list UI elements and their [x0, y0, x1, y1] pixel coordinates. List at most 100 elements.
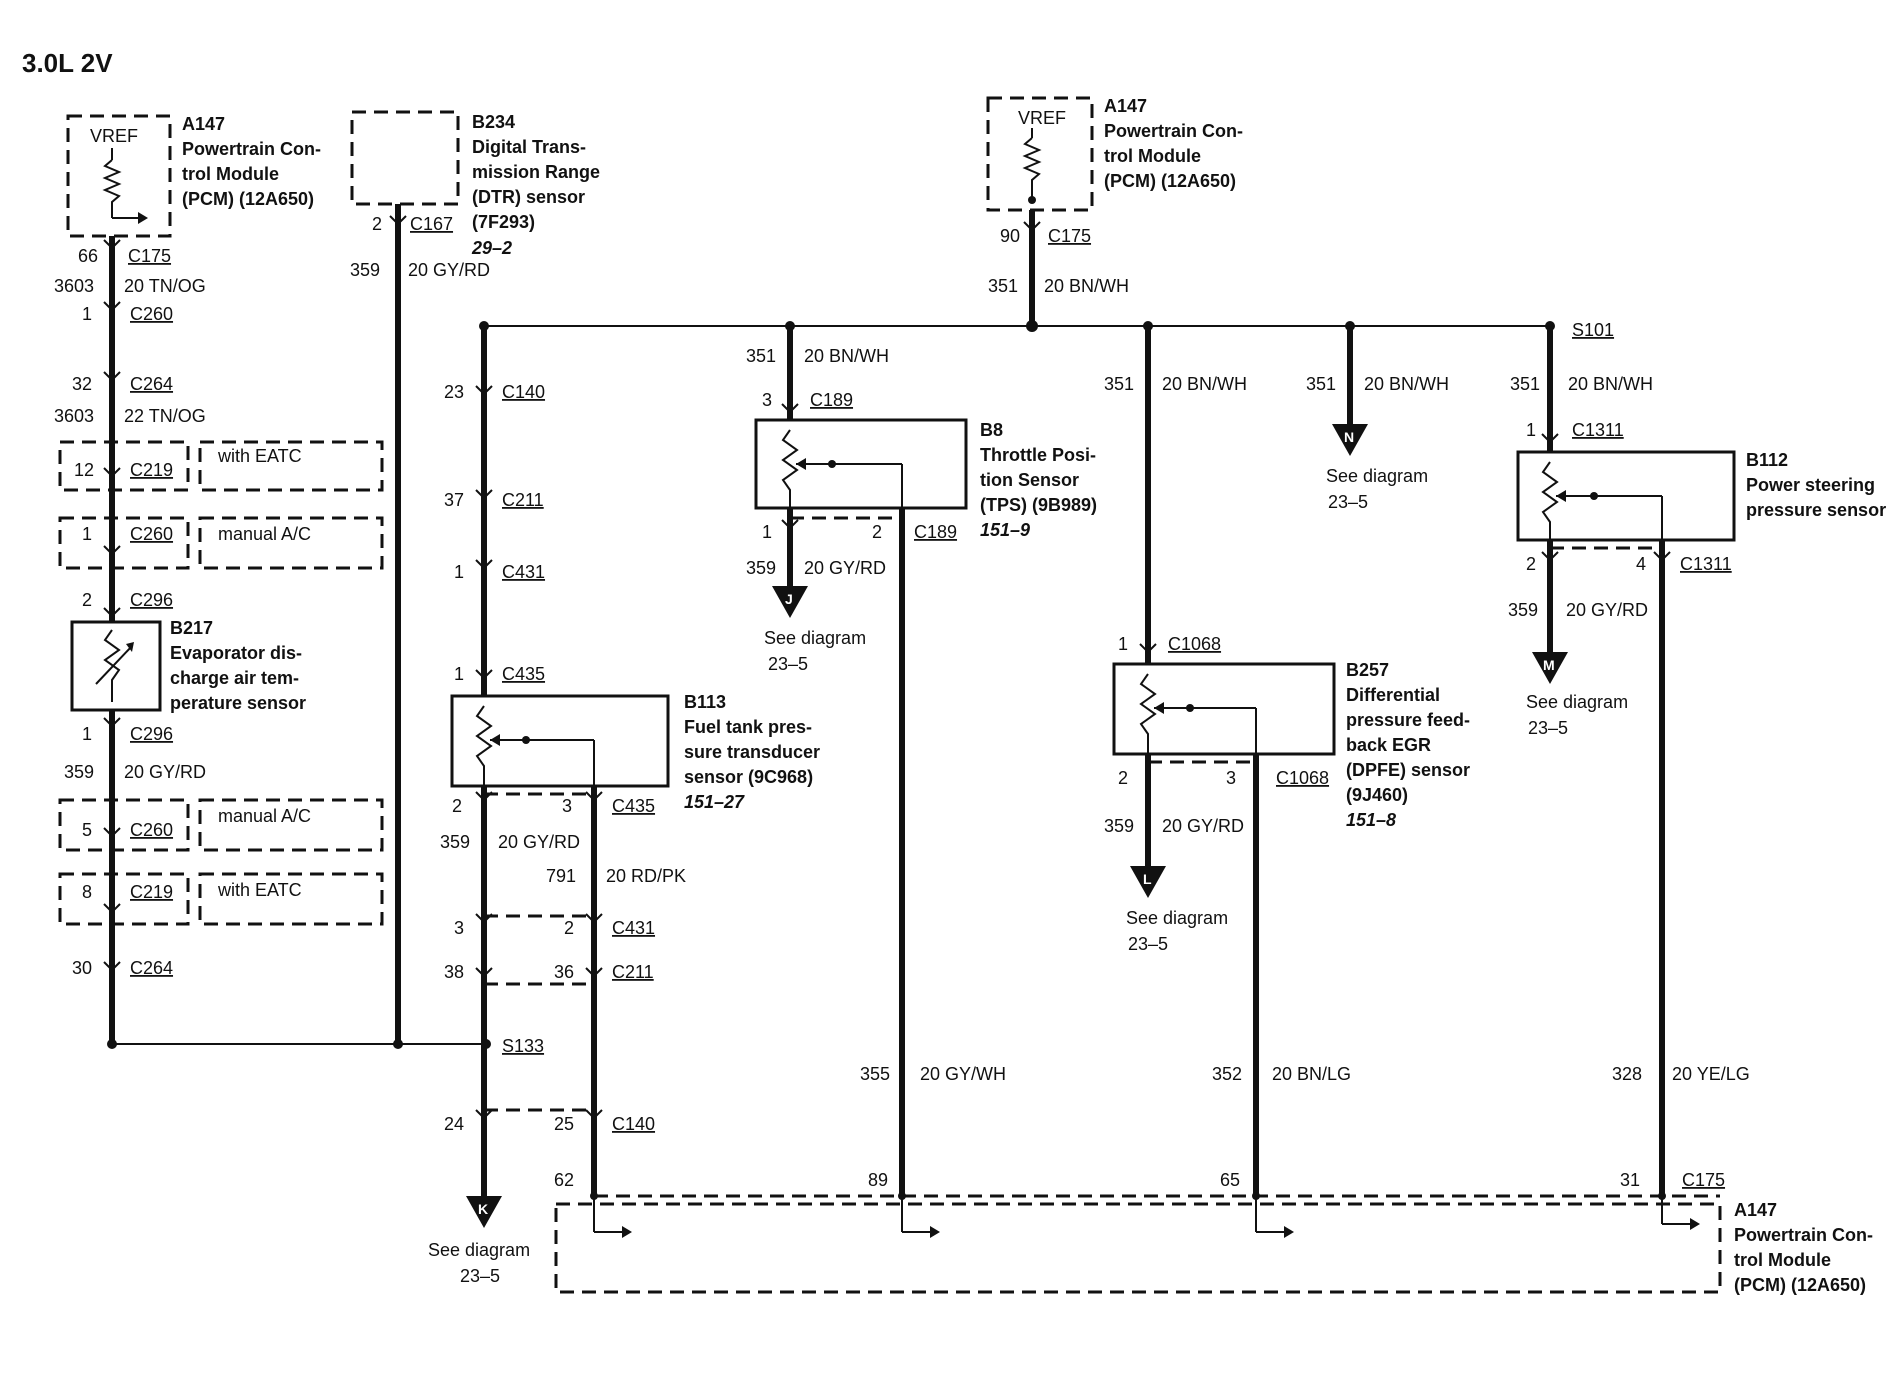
wire-label: C219 [130, 882, 173, 902]
wire-label: 359 [1104, 816, 1134, 836]
wire-label: 5 [82, 820, 92, 840]
wire-label: See diagram [764, 628, 866, 648]
pcm-tl-l2: trol Module [182, 164, 279, 184]
wire-label: sensor (9C968) [684, 767, 813, 787]
wire-label: 351 [1306, 374, 1336, 394]
wire-label: 4 [1636, 554, 1646, 574]
wire-label: 20 GY/RD [408, 260, 490, 280]
wire-label: 359 [746, 558, 776, 578]
wire-label: J [785, 591, 793, 607]
wire-label: 20 GY/RD [124, 762, 206, 782]
wire-label: C189 [810, 390, 853, 410]
wire-label: 20 GY/RD [1162, 816, 1244, 836]
wire-label: 20 GY/RD [1566, 600, 1648, 620]
wire-label: perature sensor [170, 693, 306, 713]
wire-label: 1 [1526, 420, 1536, 440]
wire-label: (9J460) [1346, 785, 1408, 805]
wire-label: C264 [130, 374, 173, 394]
wire-label: See diagram [1126, 908, 1228, 928]
wire-label: 23–5 [1128, 934, 1168, 954]
vref-label: VREF [90, 126, 138, 146]
arrow-l: L See diagram 23–5 [1126, 866, 1228, 954]
wire-label: C435 [502, 664, 545, 684]
wire-label: 3 [454, 918, 464, 938]
wire-label: Differential [1346, 685, 1440, 705]
wire-label: C1311 [1680, 554, 1732, 574]
arrow-m: M See diagram 23–5 [1526, 652, 1628, 738]
wire-label: 25 [554, 1114, 574, 1134]
wire-label: 23–5 [1328, 492, 1368, 512]
wire-label: N [1344, 429, 1354, 445]
wire-label: 32 [72, 374, 92, 394]
wire-label: 23–5 [460, 1266, 500, 1286]
wire-label: 89 [868, 1170, 888, 1190]
wire-dpfe-feed: 351 20 BN/WH 1 C1068 [1104, 326, 1247, 664]
wire-label: Powertrain Con- [1734, 1225, 1873, 1245]
wire-label: 30 [72, 958, 92, 978]
wire-label: 20 BN/LG [1272, 1064, 1351, 1084]
wire-label: 359 [64, 762, 94, 782]
tps-sensor: B8 Throttle Posi- tion Sensor (TPS) (9B9… [754, 418, 1097, 540]
wire-label: 36 [554, 962, 574, 982]
wire-label: tion Sensor [980, 470, 1079, 490]
wire-label: B257 [1346, 660, 1389, 680]
dtr-sensor: B234 Digital Trans- mission Range (DTR) … [350, 110, 600, 1044]
wire-label: 351 [1510, 374, 1540, 394]
wire-label: 12 [74, 460, 94, 480]
pcm-tl-l1: Powertrain Con- [182, 139, 321, 159]
wire-label: K [478, 1201, 488, 1217]
wire-label: Powertrain Con- [1104, 121, 1243, 141]
wire-label: 20 BN/WH [804, 346, 889, 366]
wire-label: M [1543, 657, 1555, 673]
wire-label: C175 [1048, 226, 1091, 246]
wire-label: C1068 [1276, 768, 1329, 788]
wire-label: Evaporator dis- [170, 643, 302, 663]
pcm-top-left: VREF A147 Powertrain Con- trol Module (P… [66, 114, 321, 238]
wire-label: 23–5 [768, 654, 808, 674]
wire-label: 24 [444, 1114, 464, 1134]
wire-label: 90 [1000, 226, 1020, 246]
wire-label: (PCM) (12A650) [1104, 171, 1236, 191]
wire-label: 151–8 [1346, 810, 1396, 830]
wire-label: 20 GY/RD [498, 832, 580, 852]
wire-label: C211 [612, 962, 654, 982]
wire-label: 8 [82, 882, 92, 902]
wire-label: back EGR [1346, 735, 1431, 755]
wire-label: C296 [130, 724, 173, 744]
wire-label: 20 BN/WH [1364, 374, 1449, 394]
wire-label: 1 [762, 522, 772, 542]
wire-label: C219 [130, 460, 173, 480]
diagram-title: 3.0L 2V [22, 48, 113, 78]
pcm-tl-id: A147 [182, 114, 225, 134]
wire-label: 22 TN/OG [124, 406, 206, 426]
wire-label: 3 [1226, 768, 1236, 788]
wire-ftpt-out: 2 3 C435 359 20 GY/RD 791 20 RD/PK 3 2 C… [440, 786, 686, 1220]
wire-label: B217 [170, 618, 213, 638]
wire-label: 62 [554, 1170, 574, 1190]
wire-label: 20 TN/OG [124, 276, 206, 296]
wire-label: C211 [502, 490, 544, 510]
ftpt-sensor: B113 Fuel tank pres- sure transducer sen… [450, 692, 820, 812]
evap-sensor: B217 Evaporator dis- charge air tem- per… [70, 618, 306, 713]
wire-label: sure transducer [684, 742, 820, 762]
wire-label: C260 [130, 820, 173, 840]
wire-label: 20 GY/WH [920, 1064, 1006, 1084]
wire-label: A147 [1734, 1200, 1777, 1220]
wire-label: C1068 [1168, 634, 1221, 654]
wire-label: trol Module [1734, 1250, 1831, 1270]
wire-label: 38 [444, 962, 464, 982]
wire-label: B8 [980, 420, 1003, 440]
arrow-k: K See diagram 23–5 [428, 1196, 530, 1286]
wire-label: 359 [350, 260, 380, 280]
dpfe-sensor: B257 Differential pressure feed- back EG… [1112, 660, 1470, 830]
wire-dpfe-out: 2 3 C1068 359 20 GY/RD 352 20 BN/LG 65 [1104, 754, 1351, 1196]
wire-label: (DPFE) sensor [1346, 760, 1470, 780]
pcm-bottom: A147 Powertrain Con- trol Module (PCM) (… [554, 1192, 1873, 1295]
wire-label: 359 [440, 832, 470, 852]
wire-label: 2 [1118, 768, 1128, 788]
wire-label: C175 [128, 246, 171, 266]
wire-label: 1 [1118, 634, 1128, 654]
wire-label: C296 [130, 590, 173, 610]
wire-label: 1 [454, 562, 464, 582]
